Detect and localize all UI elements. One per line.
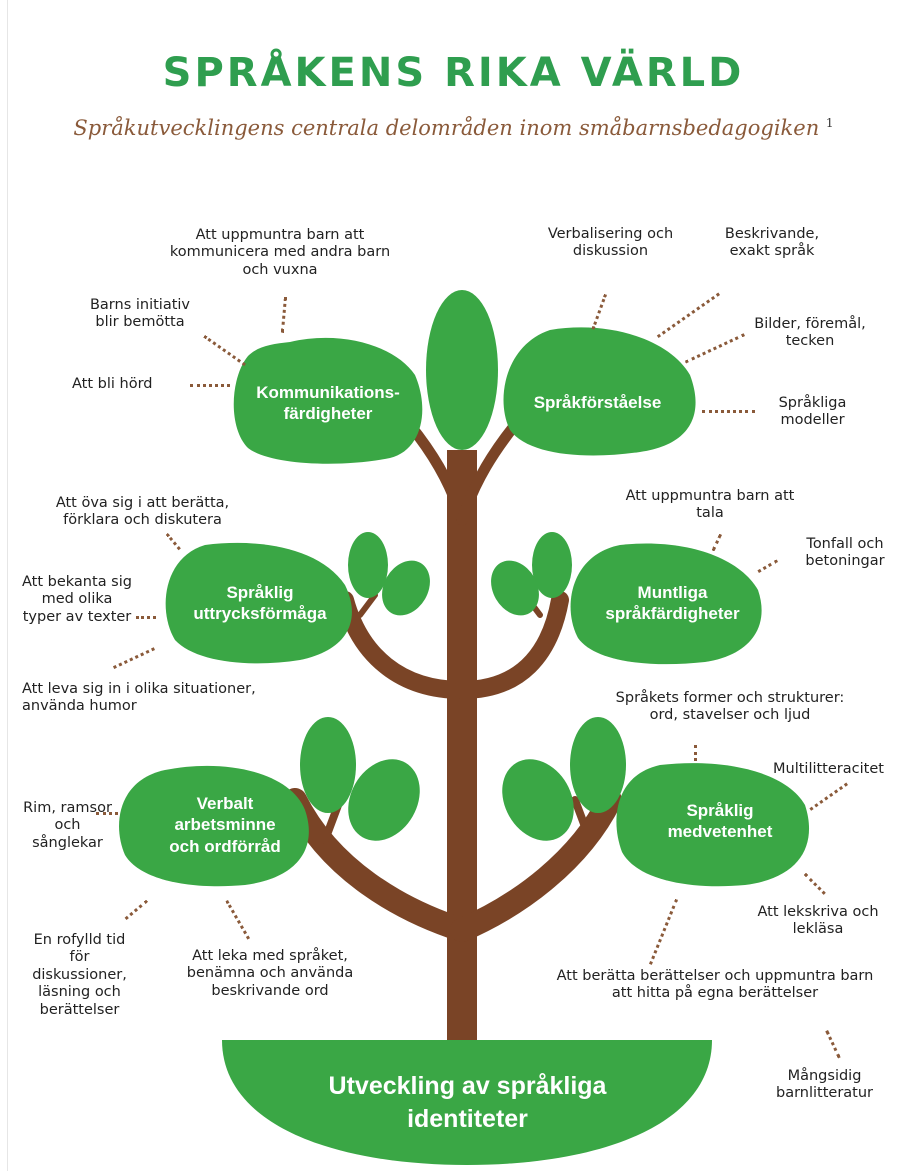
branch-middle-right [453,591,569,699]
subtitle-footnote: 1 [825,116,834,130]
leaf-small [300,717,356,813]
area-muntliga-label: Muntliga språkfärdigheter [605,583,740,624]
detail-mangsidig: Mångsidig barnlitteratur [775,1068,874,1102]
branch-middle-left [336,591,471,699]
detail-leva-in: Att leva sig in i olika situationer, anv… [22,681,256,715]
base-label: Utveckling av språkliga identiteter [328,1072,607,1133]
detail-bli-hord: Att bli hörd [72,376,153,392]
detail-lekskriva: Att lekskriva och lekläsa [757,904,879,938]
leaf-muntliga [570,543,762,665]
detail-bilder: Bilder, föremål, tecken [754,316,866,350]
leaf-kommunikation [233,337,423,464]
leaf-small [348,532,388,598]
connector-dots [702,410,755,413]
detail-beratta-berattelser: Att berätta berättelser och uppmuntra ba… [556,968,874,1002]
page-edge-line [7,0,8,1171]
connector-dots [694,745,697,761]
connector-dots [96,812,118,815]
leaf-uttryck [165,542,352,664]
leaf-small [532,532,572,598]
subtitle-text: Språkutvecklingens centrala delområden i… [73,116,820,140]
branch-upper-right [456,419,521,526]
page-subtitle: Språkutvecklingens centrala delområden i… [0,116,907,140]
twig [571,796,594,844]
detail-leka-med: Att leka med språket, benämna och använd… [186,948,354,999]
leaf-small [570,717,626,813]
leaf-medvetenhet [616,763,810,887]
connector-dots [190,384,230,387]
twig [357,592,378,618]
leaf-top [426,290,498,450]
branch-lower-left [283,788,474,942]
base-ground [222,1040,712,1165]
area-uttryck-label: Språklig uttrycksförmåga [193,583,327,624]
area-kommunikation-label: Kommunikations-färdigheter [256,383,400,424]
detail-rofylld: En rofylld tid för diskussioner, läsning… [32,932,127,1018]
area-verbalt-label: Verbalt arbetsminne och ordförråd [169,794,281,856]
detail-multilitteracitet: Multilitteracitet [773,761,884,777]
detail-uppmuntra-kommunicera: Att uppmuntra barn att kommunicera med a… [169,227,391,278]
detail-former: Språkets former och strukturer: ord, sta… [615,690,845,724]
detail-tonfall: Tonfall och betoningar [805,536,885,570]
leaf-small [502,759,574,841]
area-medvetenhet-label: Språklig medvetenhet [667,801,773,842]
detail-sprakliga-modeller: Språkliga modeller [778,395,847,429]
leaf-forstaelse [503,327,696,456]
leaf-small [382,560,430,616]
detail-beskrivande-exakt: Beskrivande, exakt språk [724,226,820,260]
leaf-small [348,759,420,841]
leaf-small [491,560,539,616]
detail-ova-beratta: Att öva sig i att berätta, förklara och … [55,495,230,529]
detail-initiativ: Barns initiativ blir bemötta [89,297,191,331]
detail-uppmuntra-tala: Att uppmuntra barn att tala [625,488,795,522]
detail-bekanta: Att bekanta sig med olika typer av texte… [22,574,132,625]
leaf-verbalt [119,765,309,887]
detail-rim: Rim, ramsor och sånglekar [23,800,112,851]
connector-dots [136,616,156,619]
area-forstaelse-label: Språkförståelse [533,393,662,412]
page-title: SPRÅKENS RIKA VÄRLD [162,50,745,96]
detail-verbalisering: Verbalisering och diskussion [547,226,674,260]
branch-lower-right [450,788,622,942]
